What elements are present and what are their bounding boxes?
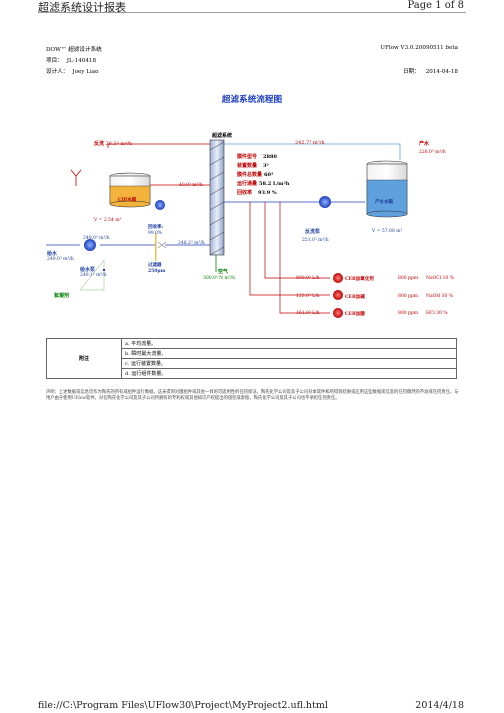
cip-pump-icon [155,200,165,210]
date-value: 2014-04-18 [425,69,458,75]
air-flow: 300.0³ N m³/h [203,276,235,281]
flow-diagram-title: 超滤系统流程图 [221,95,283,105]
project-label: 项目： [46,58,63,64]
uf-system-label: 超滤系统 [212,133,233,139]
product-line [224,143,401,160]
app-name: DOW™ 超滤设计系统 [46,47,102,53]
cip-volume: V = 2.54 m³ [94,218,122,223]
report-title: 超滤系统设计报表 [38,1,126,14]
filter-out-flow: 248.2³ m³/h [178,241,205,246]
chemical-row-base: 123.0³ L/h CEB加碱 800 ppm NaOH 30 % [296,294,454,300]
date-row: 日期： 2014-04-18 [403,67,458,75]
feed-pump-flow: 249.1³ m³/h [80,273,107,278]
header-divider [38,12,466,13]
uf-module [209,139,225,256]
product-tank-volume: V = 57.00 m³ [372,229,403,234]
feed-label: 给水 [47,251,58,257]
backwash-pump-icon [319,196,331,208]
backwash-pump-label: 反洗泵 [305,229,321,235]
pump-flow: 249.0³ m³/h [83,236,110,241]
process-flow-diagram [46,139,408,318]
product-tank-label: 产水水箱 [375,200,393,205]
air-label: 空气 [218,269,229,275]
designer-row: 设计人：Joey Liao [46,67,98,75]
filter-icon [157,241,167,249]
coagulant-line [79,259,105,291]
coagulant-label: 絮凝剂 [54,293,70,299]
recovery-value: 99.0% [148,231,163,236]
project-value: JL-140418 [66,58,96,64]
dosing-pump-acid-icon [333,308,343,318]
feed-flow: 249.0³ m³/h [47,257,74,262]
notes-label: 附注 [46,338,122,379]
designer-value: Joey Liao [72,69,99,75]
note-item: a. 平均流量。 [121,338,457,349]
notes-table: 附注 a. 平均流量。 b. 瞬时最大流量。 c. 运行装置数量。 d. 运行组… [46,338,457,379]
recovery-label: 回收率: [148,225,164,230]
product-out-flow: 228.0³ m³/h [419,150,446,155]
coagulant-valve-icon [102,268,106,272]
note-item: b. 瞬时最大流量。 [121,348,457,359]
cip-flow: 40.0³ m³/h [179,183,203,188]
chemical-row-acid: 161.0³ L/h CEB加酸 800 ppm HCl 30 % [296,311,448,317]
chemical-row-oxidant: 800.0³ L/h CEB加氧化剂 800 ppm NaOCl 10 % [296,276,455,282]
disclaimer-text: 声明：上述数据或信息仅作为陶氏的所有或组件运行数据，这未得到对膜组件或其他一目的… [46,390,459,401]
filter-label: 过滤器 [148,263,162,268]
filter-size: 250μm [148,269,166,274]
footer-date: 2014/4/18 [415,700,464,711]
product-tank [366,160,408,218]
product-flow-top: 242.7³ m³/h [295,140,325,146]
feed-pump-icon [84,239,96,251]
filter-body [155,233,157,261]
chemical-dosing-lines [249,202,330,314]
designer-label: 设计人： [46,69,69,75]
cip-tank [109,172,151,208]
drain-y-symbol [70,169,82,186]
cip-tank-label: CIP水箱 [118,198,137,203]
backwash-line [107,143,210,148]
backwash-flow: 反洗 26.3³ m³/h [94,141,132,147]
app-version: UFlow V3.0.20090511 beta [380,45,458,51]
note-item: d. 运行组件数量。 [121,368,457,379]
product-label: 产水 [419,141,430,147]
feed-pump-label: 给水泵 [80,267,96,273]
backwash-pump-flow: 251.0³ m³/h [302,238,329,243]
page-number: Page 1 of 8 [407,0,464,11]
footer-path: file://C:\Program Files\UFlow30\Project\… [38,700,328,711]
note-item: c. 运行装置数量。 [121,358,457,369]
dosing-pump-base-icon [333,290,343,300]
dosing-pump-oxidant-icon [333,273,343,283]
project-row: 项目：JL-140418 [46,56,96,64]
date-label: 日期： [402,69,420,75]
